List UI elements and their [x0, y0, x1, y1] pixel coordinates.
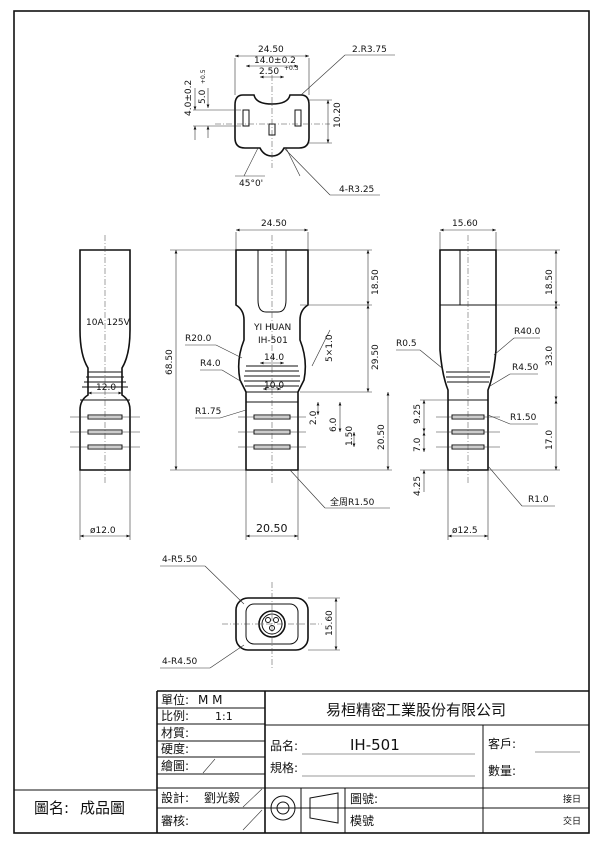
- projection-symbol: [270, 792, 339, 824]
- right-dim-r1: R1.0: [528, 495, 549, 505]
- left-dim-diameter: ø12.0: [90, 526, 116, 536]
- front-dim-r175: R1.75: [195, 407, 221, 417]
- design-label: 設計:: [161, 790, 189, 805]
- product-value: IH-501: [350, 736, 400, 754]
- review-label: 審核:: [161, 813, 189, 828]
- left-view-rating-label: 10A 125V: [86, 318, 131, 328]
- right-dim-r150: R1.50: [510, 413, 537, 423]
- bottom-dim-outer-radius: 4-R5.50: [162, 555, 198, 565]
- drawing-no-label: 圖號:: [350, 792, 378, 806]
- left-view: 10A 125V 12.0 ø12.0: [70, 235, 140, 540]
- delivery-date-label: 交日: [563, 815, 581, 827]
- drawing-name-label: 圖名:: [34, 799, 69, 817]
- right-dim-width: 15.60: [452, 219, 478, 229]
- front-dim-bottom-width: 20.50: [256, 522, 288, 535]
- material-label: 材質:: [161, 725, 189, 740]
- front-dim-overall: 68.50: [165, 349, 175, 375]
- right-dim-tip: 4.25: [413, 476, 423, 496]
- front-dim-r20: R20.0: [185, 334, 212, 344]
- left-dim-neck: 12.0: [96, 383, 116, 393]
- top-dim-radius-bottom: 4-R3.25: [339, 185, 374, 195]
- top-dim-pin-depth: 4.0±0.2: [184, 80, 194, 116]
- top-dim-width: 24.50: [258, 45, 284, 55]
- right-dim-r450: R4.50: [512, 363, 539, 373]
- bottom-dim-inner-radius: 4-R4.50: [162, 657, 198, 667]
- right-dim-body: 33.0: [545, 346, 555, 366]
- top-view-pin-left: [242, 109, 250, 127]
- top-view: 24.50 14.0±0.2 2.50 +0.3 2.R3.75 4.0±0.2…: [184, 45, 395, 196]
- right-dim-diameter: ø12.5: [452, 526, 478, 536]
- front-view: YI HUAN IH-501 24.50 18.50 29.50 20.50 6…: [165, 219, 392, 540]
- right-view: 15.60 18.50 R0.5 R40.0 33.0 R4.50 9.25 R…: [396, 219, 560, 540]
- top-view-outline: [234, 94, 310, 157]
- title-block: 易桓精密工業股份有限公司 單位: M M 比例: 1:1 材質: 硬度: 繪圖:…: [14, 690, 589, 833]
- design-value: 劉光毅: [204, 790, 240, 805]
- right-dim-grip: 18.50: [545, 269, 555, 295]
- top-dim-depth: 10.20: [333, 102, 343, 128]
- right-dim-r40: R40.0: [514, 327, 541, 337]
- front-dim-pin-offset: 2.0: [309, 410, 319, 425]
- top-dim-pin-height: 5.0: [198, 89, 208, 104]
- top-dim-radius-top: 2.R3.75: [352, 45, 387, 55]
- front-dim-body: 29.50: [371, 344, 381, 370]
- top-dim-angle: 45°0': [239, 179, 263, 189]
- front-dim-fillet-note: 全周R1.50: [330, 496, 375, 508]
- right-dim-r05: R0.5: [396, 339, 417, 349]
- front-dim-width: 24.50: [261, 219, 287, 229]
- front-view-model-label: IH-501: [258, 336, 288, 346]
- bottom-dim-height: 15.60: [325, 610, 335, 636]
- front-dim-r4: R4.0: [200, 359, 221, 369]
- scale-label: 比例:: [161, 709, 189, 723]
- quantity-label: 數量:: [488, 764, 516, 778]
- front-dim-ribs: 5×1.0: [325, 334, 335, 362]
- bottom-view: 4-R5.50 15.60 4-R4.50: [160, 555, 340, 669]
- customer-label: 客戶:: [488, 736, 516, 751]
- scale-value: 1:1: [215, 710, 233, 723]
- receive-date-label: 接日: [563, 793, 581, 805]
- unit-value: M M: [198, 693, 223, 707]
- spec-label: 規格:: [270, 760, 298, 775]
- right-dim-tail: 17.0: [545, 430, 555, 450]
- front-dim-neck-width: 10.0: [264, 381, 284, 391]
- top-dim-pin-height-tol: +0.5: [200, 69, 207, 84]
- right-dim-pin-pitch: 9.25: [413, 404, 423, 424]
- top-dim-pin-gap-tol: +0.3: [284, 65, 299, 72]
- top-dim-pin-span: 14.0±0.2: [254, 56, 296, 66]
- front-dim-grip: 18.50: [371, 269, 381, 295]
- right-dim-pin-gap: 7.0: [413, 437, 423, 452]
- unit-label: 單位:: [161, 692, 189, 707]
- drawn-label: 繪圖:: [161, 758, 189, 773]
- hardness-label: 硬度:: [161, 741, 189, 756]
- mold-no-label: 模號: [350, 814, 374, 828]
- drawing-name-value: 成品圖: [80, 799, 125, 817]
- top-view-pin-right: [294, 109, 302, 127]
- front-view-brand-label: YI HUAN: [253, 323, 291, 333]
- front-dim-pin-thick: 1.50: [345, 426, 355, 446]
- front-dim-rib-width: 14.0: [264, 353, 284, 363]
- product-label: 品名:: [270, 738, 298, 753]
- front-dim-pin-pitch: 6.0: [329, 417, 339, 432]
- top-dim-pin-gap: 2.50: [259, 67, 279, 77]
- company-name: 易桓精密工業股份有限公司: [326, 701, 506, 719]
- front-dim-tail: 20.50: [377, 424, 387, 450]
